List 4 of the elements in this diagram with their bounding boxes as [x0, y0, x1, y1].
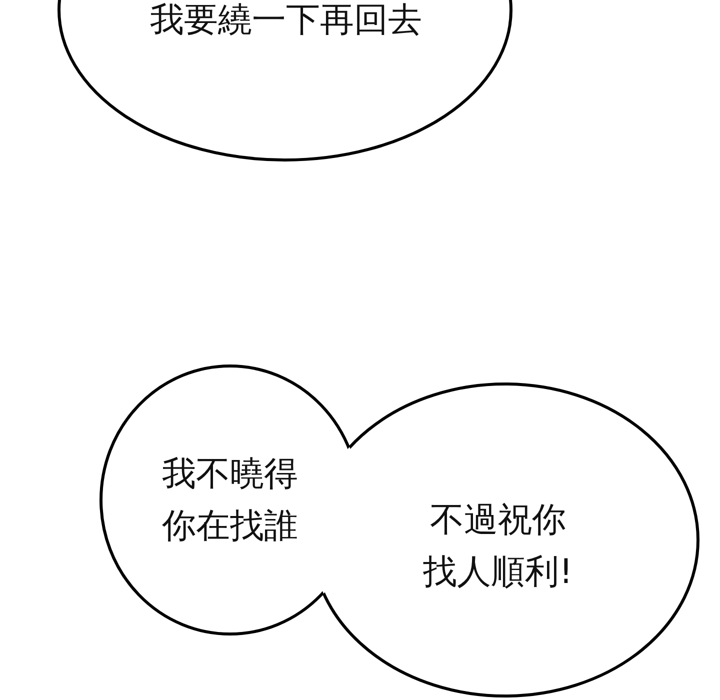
- speech-bubble: [57, 0, 515, 163]
- dialogue-text: 我不曉得你在找誰: [161, 453, 299, 548]
- dialogue-text: 不過祝你找人順利!: [422, 499, 574, 594]
- dialogue-text: 我要繞一下再回去: [149, 0, 423, 42]
